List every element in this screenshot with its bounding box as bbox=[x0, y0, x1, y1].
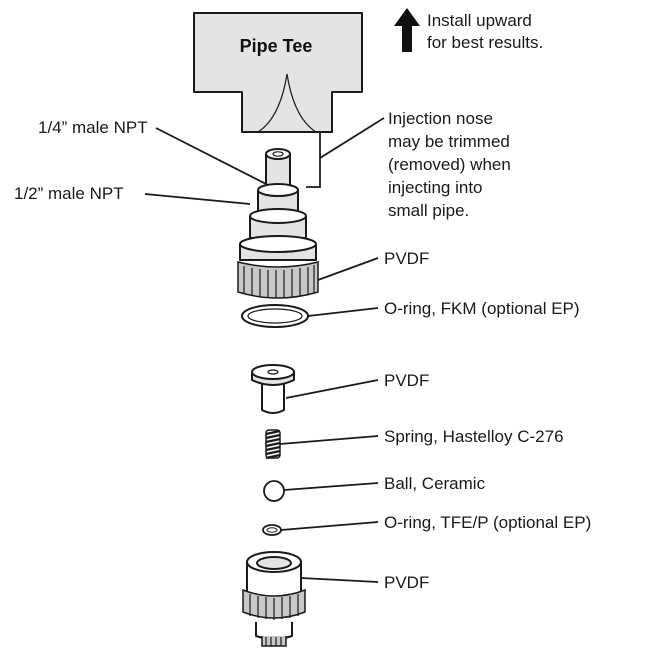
injection-note-line4: injecting into bbox=[388, 178, 483, 197]
install-note-line2: for best results. bbox=[427, 33, 543, 52]
upward-arrow-icon bbox=[394, 8, 420, 52]
part-2-leader bbox=[285, 379, 379, 399]
part-1-leader bbox=[307, 307, 379, 317]
o-ring-fkm bbox=[241, 304, 309, 328]
part-2-label: PVDF bbox=[384, 371, 429, 390]
part-4-label: Ball, Ceramic bbox=[384, 474, 486, 493]
part-5-label: O-ring, TFE/P (optional EP) bbox=[384, 513, 591, 532]
part-6-leader bbox=[300, 577, 379, 583]
spring-icon bbox=[265, 429, 281, 460]
pipe-tee-label: Pipe Tee bbox=[240, 36, 313, 56]
part-1-label: O-ring, FKM (optional EP) bbox=[384, 299, 580, 318]
pipe-tee: Pipe Tee bbox=[193, 12, 363, 133]
fitting-body bbox=[242, 551, 306, 647]
injection-note: Injection nose may be trimmed (removed) … bbox=[388, 109, 511, 220]
injection-note-line2: may be trimmed bbox=[388, 132, 510, 151]
part-0-leader bbox=[317, 257, 379, 281]
part-6-label: PVDF bbox=[384, 573, 429, 592]
half-npt-label: 1/2” male NPT bbox=[14, 184, 124, 203]
part-3-leader bbox=[279, 435, 379, 445]
injection-note-line1: Injection nose bbox=[388, 109, 493, 128]
poppet bbox=[251, 364, 295, 414]
part-3-label: Spring, Hastelloy C-276 bbox=[384, 427, 564, 446]
injection-note-line3: (removed) when bbox=[388, 155, 511, 174]
quarter-npt-leader bbox=[155, 127, 275, 189]
injection-note-line5: small pipe. bbox=[388, 201, 469, 220]
quill-body bbox=[237, 148, 319, 299]
nose-bracket bbox=[306, 131, 321, 188]
part-5-leader bbox=[280, 521, 379, 531]
half-npt-leader bbox=[144, 193, 251, 205]
part-4-leader bbox=[283, 482, 379, 491]
ball-icon bbox=[263, 480, 285, 502]
part-0-label: PVDF bbox=[384, 249, 429, 268]
install-note-line1: Install upward bbox=[427, 11, 532, 30]
quarter-npt-label: 1/4” male NPT bbox=[38, 118, 148, 137]
injection-note-leader bbox=[319, 117, 385, 159]
o-ring-tfe bbox=[262, 524, 282, 536]
